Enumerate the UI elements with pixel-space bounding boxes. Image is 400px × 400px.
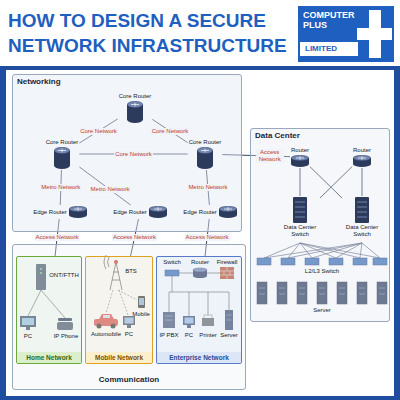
icon-part <box>219 212 237 218</box>
icon-part <box>197 147 212 153</box>
icon-part <box>69 206 86 211</box>
dc-switch: Data Center Switch <box>342 196 382 239</box>
panel-heading: Communication <box>95 373 163 387</box>
router-icon <box>127 101 143 123</box>
device-name: Core Router <box>189 139 222 146</box>
icon-part <box>62 149 63 153</box>
switch-icon <box>293 197 307 223</box>
icon-part <box>205 149 206 153</box>
core-router: Core Router <box>118 92 153 124</box>
icon-part <box>149 206 166 211</box>
icon-part <box>361 156 362 160</box>
mobile-network-box: Mobile Network <box>85 256 153 364</box>
icon-part <box>291 155 308 160</box>
icon-part <box>295 202 305 203</box>
page-frame <box>6 70 394 396</box>
icon-part <box>357 207 367 208</box>
icon-part <box>127 116 143 123</box>
logo-text: LIMITED <box>305 44 337 54</box>
device-name: Router <box>353 147 371 154</box>
communication-panel: Communication Home Network Mobile Network E… <box>12 244 246 390</box>
edge-router: Edge Router <box>112 205 168 219</box>
page-title: HOW TO DESIGN A SECURE NETWORK INFRASTRU… <box>8 8 296 58</box>
panel-heading: Networking <box>13 75 241 89</box>
router-icon <box>54 147 70 169</box>
icon-part <box>127 101 142 107</box>
company-logo <box>300 42 358 56</box>
device-name: Core Router <box>46 139 79 146</box>
edge-router: Edge Router <box>32 205 88 219</box>
icon-part <box>135 103 136 107</box>
icon-part <box>69 212 87 218</box>
icon-part <box>353 161 371 167</box>
icon-part <box>219 206 236 211</box>
device-name: Data Center Switch <box>343 224 381 238</box>
company-logo <box>298 6 394 62</box>
panel-heading: Mobile Network <box>86 352 152 363</box>
router-icon <box>197 147 213 169</box>
icon-part <box>299 156 300 160</box>
page-frame <box>0 0 400 66</box>
company-logo <box>357 28 392 40</box>
icon-part <box>291 161 309 167</box>
icon-part <box>293 197 307 223</box>
icon-part <box>295 212 305 213</box>
core-router: Core Router <box>45 138 80 170</box>
icon-part <box>357 212 367 213</box>
icon-part <box>357 217 367 218</box>
icon-part <box>77 207 78 211</box>
router-icon <box>69 206 87 218</box>
router-icon <box>149 206 167 218</box>
enterprise-network-box: Enterprise Network <box>156 256 242 364</box>
device-name: Edge Router <box>183 209 217 216</box>
icon-part <box>54 147 69 153</box>
router-icon <box>291 155 309 167</box>
dc-router: Router <box>290 146 310 168</box>
device-name: Router <box>291 147 309 154</box>
dc-router: Router <box>352 146 372 168</box>
data-center-panel: Data CenterRouter RouterData Center Switc… <box>250 128 390 322</box>
home-network-box: Home Network <box>16 256 82 364</box>
company-logo <box>298 6 394 62</box>
panel-heading: Data Center <box>251 129 389 143</box>
switch-icon <box>355 197 369 223</box>
device-name: Data Center Switch <box>281 224 319 238</box>
panel-heading: Home Network <box>17 352 81 363</box>
networking-panel: NetworkingCore RouterCore RouterCore Rou… <box>12 74 242 232</box>
device-name: Core Router <box>119 93 152 100</box>
router-icon <box>353 155 371 167</box>
panel-heading: Enterprise Network <box>157 352 241 363</box>
device-name: Edge Router <box>33 209 67 216</box>
icon-part <box>227 207 228 211</box>
device-name: Edge Router <box>113 209 147 216</box>
icon-part <box>295 217 305 218</box>
router-icon <box>219 206 237 218</box>
icon-part <box>357 202 367 203</box>
icon-part <box>355 197 369 223</box>
icon-part <box>157 207 158 211</box>
icon-part <box>197 162 213 169</box>
icon-part <box>353 155 370 160</box>
dc-switch: Data Center Switch <box>280 196 320 239</box>
logo-text: COMPUTER PLUS <box>303 10 357 30</box>
icon-part <box>149 212 167 218</box>
edge-router: Edge Router <box>182 205 238 219</box>
icon-part <box>295 207 305 208</box>
core-router: Core Router <box>188 138 223 170</box>
icon-part <box>54 162 70 169</box>
